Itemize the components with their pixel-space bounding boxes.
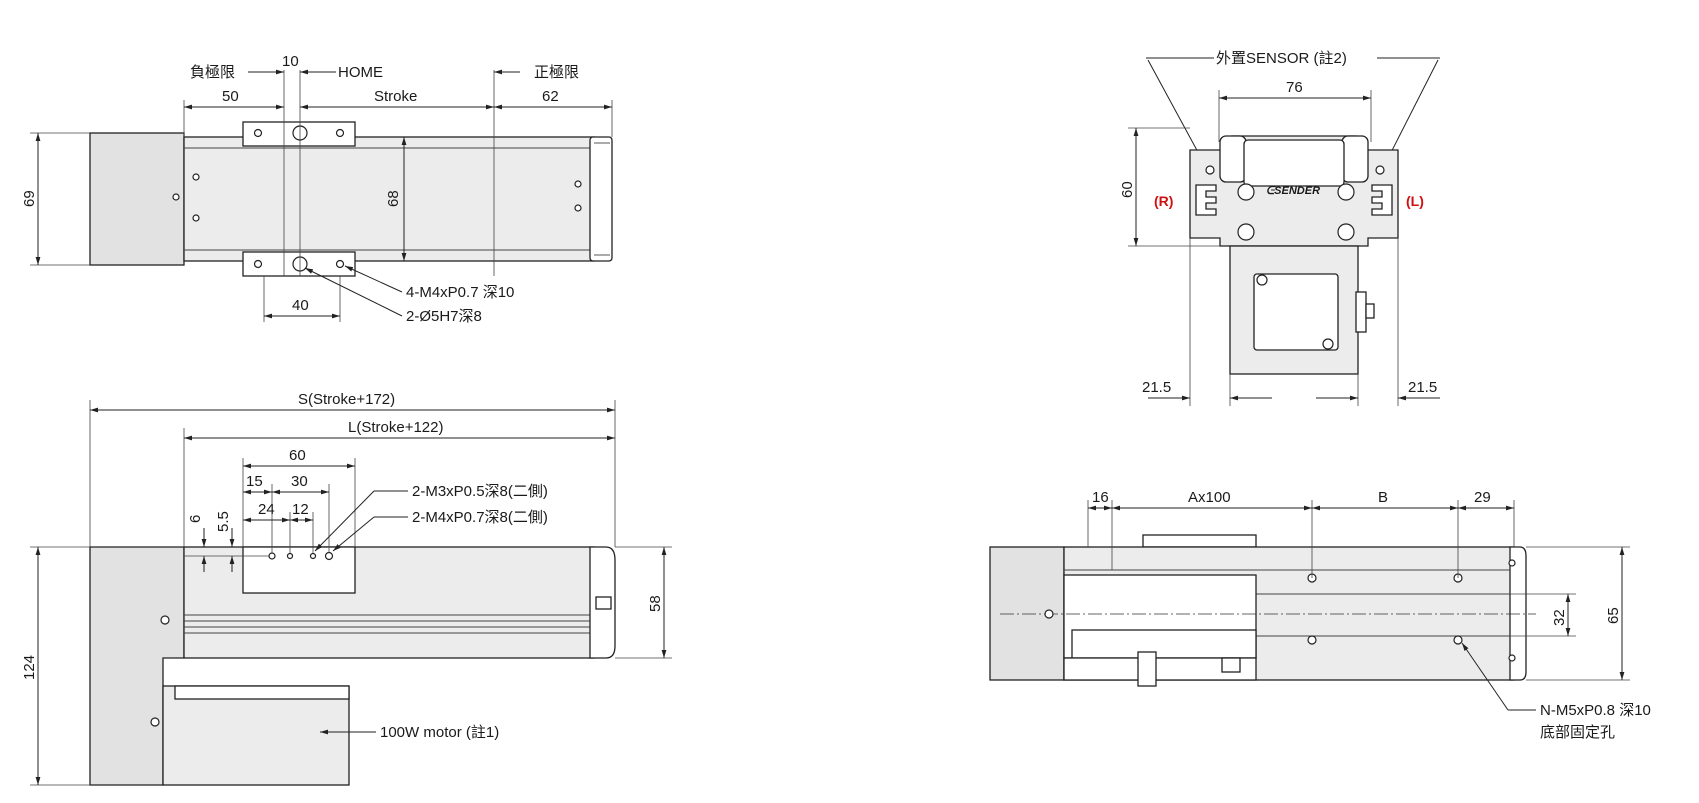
bottom-callout-line1: N-M5xP0.8 深10 <box>1540 702 1651 719</box>
top-body <box>183 136 595 262</box>
height-124-label: 124 <box>21 655 38 680</box>
dim-right-label: 62 <box>542 88 559 105</box>
callout-pin-hole: 2-Ø5H7深8 <box>406 308 482 325</box>
height-60-label: 60 <box>1119 181 1136 198</box>
side-carriage-plate <box>242 546 356 594</box>
pos-limit-label: 正極限 <box>534 64 579 81</box>
body-length-label: L(Stroke+122) <box>348 419 443 436</box>
dim-15-label: 15 <box>246 473 263 490</box>
dim-30-label: 30 <box>291 473 308 490</box>
side-view: S(Stroke+172) L(Stroke+122) 60 15 30 24 … <box>21 391 672 786</box>
home-label: HOME <box>338 64 383 81</box>
top-view: 負極限 10 HOME 正極限 50 Stroke 62 69 68 40 4-… <box>21 53 613 325</box>
offset-right-label: 21.5 <box>1408 379 1437 396</box>
rail-68-label: 68 <box>385 190 402 207</box>
height-69-label: 69 <box>21 190 38 207</box>
dim-32-label: 32 <box>1551 609 1568 626</box>
height-58-label: 58 <box>647 595 664 612</box>
callout-m3: 2-M3xP0.5深8(二側) <box>412 483 548 500</box>
home-offset-label: 10 <box>282 53 299 70</box>
dim-5-5-label: 5.5 <box>215 511 232 532</box>
dim-24-label: 24 <box>258 501 275 518</box>
dim-40-label: 40 <box>292 297 309 314</box>
sensor-label: 外置SENSOR (註2) <box>1216 50 1347 67</box>
dim-65-label: 65 <box>1605 607 1622 624</box>
dim-a-label: Ax100 <box>1188 489 1231 506</box>
bottom-callout-line2: 底部固定孔 <box>1540 724 1615 741</box>
left-mark: (L) <box>1406 193 1424 209</box>
side-motor-housing <box>162 685 350 786</box>
overall-length-label: S(Stroke+172) <box>298 391 395 408</box>
bottom-view: 16 Ax100 B 29 32 65 N-M5xP0.8 深10 底部固定孔 <box>989 489 1651 741</box>
dim-12-label: 12 <box>292 501 309 518</box>
dim-16-label: 16 <box>1092 489 1109 506</box>
motor-callout: 100W motor (註1) <box>380 724 499 741</box>
dim-stroke-label: Stroke <box>374 88 417 105</box>
offset-left-label: 21.5 <box>1142 379 1171 396</box>
width-76-label: 76 <box>1286 79 1303 96</box>
dim-6-label: 6 <box>187 515 204 523</box>
callout-tapped-hole: 4-M4xP0.7 深10 <box>406 284 514 301</box>
sender-logo: ᕮSENDER <box>1266 185 1320 197</box>
right-mark: (R) <box>1154 193 1173 209</box>
top-motor-block <box>89 132 185 266</box>
callout-m4: 2-M4xP0.7深8(二側) <box>412 509 548 526</box>
end-view: 外置SENSOR (註2) 76 ᕮSENDER 60 (R) (L) <box>1119 50 1440 406</box>
dim-b-label: B <box>1378 489 1388 506</box>
neg-limit-label: 負極限 <box>190 64 235 81</box>
dim-left-label: 50 <box>222 88 239 105</box>
dim-29-label: 29 <box>1474 489 1491 506</box>
dim-60-label: 60 <box>289 447 306 464</box>
